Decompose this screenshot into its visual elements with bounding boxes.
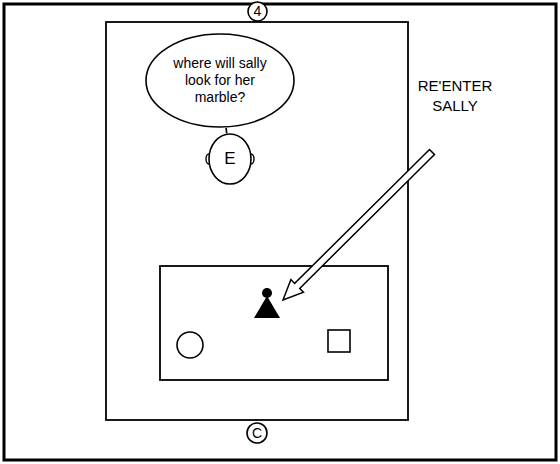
node-text: 4 — [254, 3, 262, 20]
head-outline — [209, 134, 251, 184]
circle-outline — [247, 423, 267, 443]
outer-frame — [4, 4, 556, 460]
node-text: where will sally look for her marble? — [164, 55, 276, 105]
bubble-outline — [146, 34, 294, 127]
node-text: C — [252, 425, 262, 442]
node-body: C — [246, 422, 268, 444]
speech-bubble: where will sally look for her marble? — [145, 33, 295, 128]
node-body: where will sally look for her marble? — [145, 33, 295, 128]
stage-direction: RE'ENTER SALLY — [405, 76, 505, 115]
table-outline — [160, 266, 388, 380]
node-text: E — [224, 149, 235, 169]
child-marker: C — [246, 422, 268, 444]
node-body: E — [208, 133, 252, 185]
box-square — [328, 330, 350, 352]
sally-body — [254, 296, 280, 318]
basket-circle — [177, 332, 203, 358]
pointer-arrow — [283, 150, 435, 301]
panel-number: 4 — [247, 1, 268, 22]
circle-outline — [248, 2, 267, 21]
bubble-tail — [225, 128, 227, 133]
experimenter-head: E — [208, 133, 252, 185]
node-body: 4 — [247, 1, 268, 22]
